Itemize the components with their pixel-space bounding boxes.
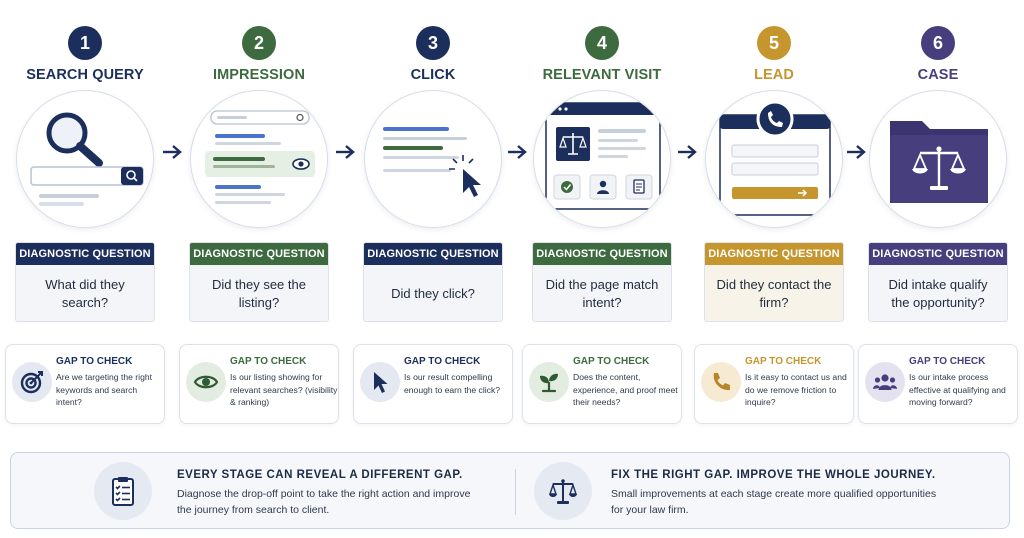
gap-label: GAP TO CHECK: [230, 356, 307, 367]
footer-right-text: Small improvements at each stage create …: [611, 488, 937, 516]
gap-to-check-card: GAP TO CHECK Is our intake process effec…: [858, 344, 1018, 424]
diagnostic-question-card: DIAGNOSTIC QUESTION Did the page match i…: [532, 242, 672, 322]
diagnostic-question-text: Did they contact the firm?: [705, 265, 843, 321]
gap-to-check-card: GAP TO CHECK Does the content, experienc…: [522, 344, 682, 424]
step-number-badge: 2: [242, 26, 276, 60]
gap-text: Is our listing showing for relevant sear…: [230, 372, 338, 407]
diagnostic-question-text: Did intake qualify the opportunity?: [888, 277, 988, 310]
search-query-illustration: [16, 90, 154, 228]
case-illustration: [869, 90, 1007, 228]
gap-label: GAP TO CHECK: [56, 356, 133, 367]
gap-to-check-card: GAP TO CHECK Is it easy to contact us an…: [694, 344, 854, 424]
footer-divider: [515, 469, 516, 515]
diagnostic-question-label: DIAGNOSTIC QUESTION: [869, 243, 1007, 265]
lead-illustration: [705, 90, 843, 228]
step-number-badge: 5: [757, 26, 791, 60]
diagnostic-question-text: What did they search?: [45, 277, 125, 310]
footer-right-title: FIX THE RIGHT GAP. IMPROVE THE WHOLE JOU…: [611, 469, 936, 481]
scales-of-justice-icon: [534, 462, 592, 520]
diagnostic-question-label: DIAGNOSTIC QUESTION: [533, 243, 671, 265]
diagnostic-question-label: DIAGNOSTIC QUESTION: [705, 243, 843, 265]
cursor-click-listing-icon: [383, 127, 481, 197]
gap-to-check-card: GAP TO CHECK Is our result compelling en…: [353, 344, 513, 424]
diagnostic-question-label: DIAGNOSTIC QUESTION: [364, 243, 502, 265]
diagnostic-question-label: DIAGNOSTIC QUESTION: [190, 243, 328, 265]
gap-text: Is our intake process effective at quali…: [909, 372, 1006, 407]
gap-to-check-card: GAP TO CHECK Are we targeting the right …: [5, 344, 165, 424]
step-number-badge: 6: [921, 26, 955, 60]
relevant-visit-illustration: [533, 90, 671, 228]
contact-form-phone-icon: [719, 100, 831, 216]
impression-illustration: [190, 90, 328, 228]
gap-text: Is our result compelling enough to earn …: [404, 372, 501, 395]
gap-text: Is it easy to contact us and do we remov…: [745, 372, 847, 407]
gap-to-check-card: GAP TO CHECK Is our listing showing for …: [179, 344, 339, 424]
target-icon: [12, 362, 52, 402]
arrow-right-icon: [336, 145, 355, 159]
diagnostic-question-card: DIAGNOSTIC QUESTION What did they search…: [15, 242, 155, 322]
arrow-right-icon: [508, 145, 527, 159]
click-illustration: [364, 90, 502, 228]
eye-icon: [186, 362, 226, 402]
arrow-right-icon: [847, 145, 866, 159]
stage-title: RELEVANT VISIT: [542, 67, 662, 83]
law-firm-webpage-icon: [545, 102, 661, 210]
stage-title: IMPRESSION: [212, 67, 306, 83]
arrow-right-icon: [678, 145, 697, 159]
gap-text: Are we targeting the right keywords and …: [56, 372, 153, 407]
diagnostic-question-card: DIAGNOSTIC QUESTION Did intake qualify t…: [868, 242, 1008, 322]
diagnostic-question-text: Did they click?: [391, 286, 475, 301]
stage-title: CASE: [917, 67, 959, 83]
gap-label: GAP TO CHECK: [745, 356, 822, 367]
sprout-icon: [529, 362, 569, 402]
cursor-icon: [360, 362, 400, 402]
footer-left-text: Diagnose the drop-off point to take the …: [177, 488, 471, 516]
stage-title: SEARCH QUERY: [26, 67, 144, 83]
phone-icon: [701, 362, 741, 402]
search-results-listing-icon: [205, 110, 315, 204]
people-icon: [865, 362, 905, 402]
diagnostic-question-card: DIAGNOSTIC QUESTION Did they see the lis…: [189, 242, 329, 322]
magnifier-search-bar-icon: [30, 112, 144, 206]
gap-label: GAP TO CHECK: [909, 356, 986, 367]
step-number-badge: 3: [416, 26, 450, 60]
stage-title: LEAD: [754, 67, 794, 83]
gap-label: GAP TO CHECK: [573, 356, 650, 367]
diagnostic-question-card: DIAGNOSTIC QUESTION Did they click?: [363, 242, 503, 322]
diagnostic-question-label: DIAGNOSTIC QUESTION: [16, 243, 154, 265]
diagnostic-question-text: Did they see the listing?: [212, 277, 306, 310]
gap-label: GAP TO CHECK: [404, 356, 481, 367]
footer-banner: EVERY STAGE CAN REVEAL A DIFFERENT GAP. …: [10, 452, 1010, 529]
case-folder-scales-icon: [890, 121, 988, 203]
arrow-right-icon: [163, 145, 182, 159]
diagnostic-question-card: DIAGNOSTIC QUESTION Did they contact the…: [704, 242, 844, 322]
gap-text: Does the content, experience, and proof …: [573, 372, 678, 407]
diagnostic-question-text: Did the page match intent?: [545, 277, 659, 310]
step-number-badge: 4: [585, 26, 619, 60]
step-number-badge: 1: [68, 26, 102, 60]
clipboard-checklist-icon: [94, 462, 152, 520]
stage-title: CLICK: [410, 67, 456, 83]
footer-left-title: EVERY STAGE CAN REVEAL A DIFFERENT GAP.: [177, 469, 463, 481]
